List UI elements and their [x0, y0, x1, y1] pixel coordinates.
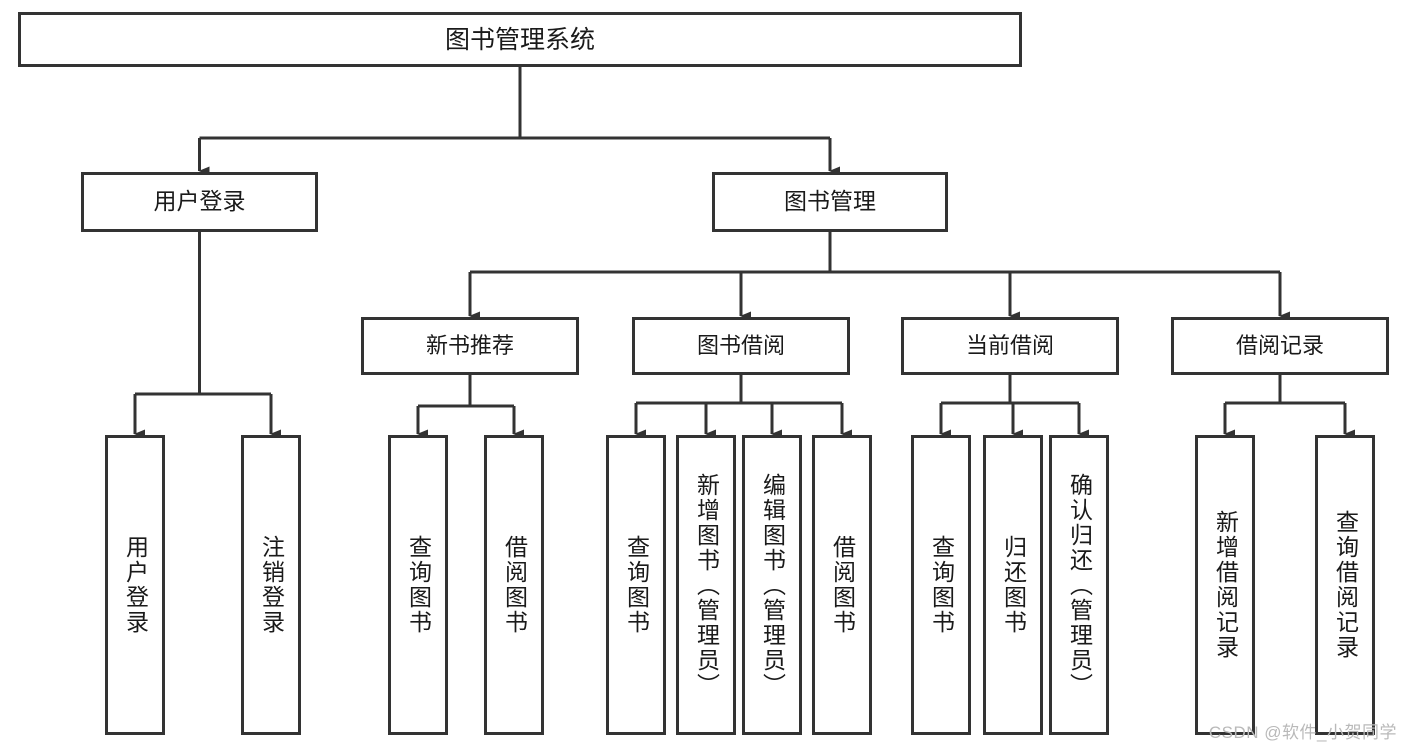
node-label: 图书管理系统 [444, 25, 595, 54]
node-leaf-add-book[interactable]: 新增图书（管理员） [676, 435, 736, 735]
node-borrow-record[interactable]: 借阅记录 [1171, 317, 1389, 375]
node-label: 用户登录 [153, 188, 246, 215]
node-leaf-edit-book[interactable]: 编辑图书（管理员） [742, 435, 802, 735]
node-leaf-borrow-book[interactable]: 借阅图书 [812, 435, 872, 735]
node-label: 借阅图书 [501, 535, 528, 635]
node-root-root[interactable]: 图书管理系统 [18, 12, 1022, 67]
node-user-login[interactable]: 用户登录 [81, 172, 318, 232]
node-label: 编辑图书（管理员） [759, 472, 786, 698]
node-book-manage[interactable]: 图书管理 [712, 172, 948, 232]
node-label: 确认归还（管理员） [1066, 472, 1093, 698]
node-label: 查询图书 [623, 535, 650, 635]
node-label: 查询图书 [928, 535, 955, 635]
node-current-borrow[interactable]: 当前借阅 [901, 317, 1119, 375]
node-leaf-query-book-recommend[interactable]: 查询图书 [388, 435, 448, 735]
node-label: 新增借阅记录 [1212, 510, 1239, 660]
node-leaf-query-book-current[interactable]: 查询图书 [911, 435, 971, 735]
node-leaf-borrow-book-recommend[interactable]: 借阅图书 [484, 435, 544, 735]
node-leaf-return-book[interactable]: 归还图书 [983, 435, 1043, 735]
node-leaf-user-login[interactable]: 用户登录 [105, 435, 165, 735]
csdn-watermark: CSDN @软件_小贺同学 [1208, 723, 1397, 742]
node-leaf-user-logout[interactable]: 注销登录 [241, 435, 301, 735]
node-label: 图书管理 [784, 188, 876, 215]
node-leaf-confirm-return[interactable]: 确认归还（管理员） [1049, 435, 1109, 735]
node-label: 新书推荐 [425, 332, 514, 358]
node-label: 归还图书 [1000, 535, 1027, 635]
node-label: 用户登录 [122, 535, 149, 635]
node-label: 查询图书 [405, 535, 432, 635]
node-label: 查询借阅记录 [1332, 510, 1359, 660]
node-label: 借阅图书 [829, 535, 856, 635]
node-leaf-query-borrow-record[interactable]: 查询借阅记录 [1315, 435, 1375, 735]
node-leaf-query-book-borrow[interactable]: 查询图书 [606, 435, 666, 735]
node-label: 图书借阅 [696, 332, 785, 358]
node-new-book-recommend[interactable]: 新书推荐 [361, 317, 579, 375]
node-label: 当前借阅 [965, 332, 1054, 358]
node-label: 注销登录 [258, 535, 285, 635]
node-label: 新增图书（管理员） [693, 472, 720, 698]
node-label: 借阅记录 [1235, 332, 1324, 358]
node-leaf-add-borrow-record[interactable]: 新增借阅记录 [1195, 435, 1255, 735]
node-book-borrow[interactable]: 图书借阅 [632, 317, 850, 375]
